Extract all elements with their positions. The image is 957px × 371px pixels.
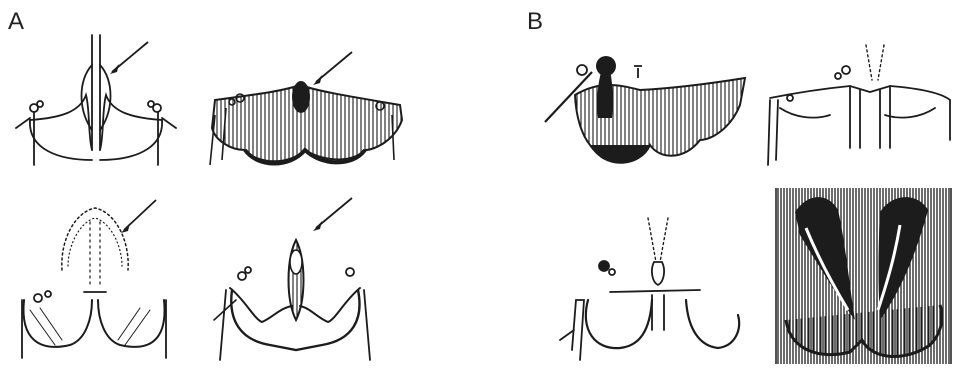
- drawing-a2: [210, 81, 402, 165]
- arrow-icon: [316, 52, 352, 82]
- arrow-icon: [316, 198, 352, 228]
- drawing-a1: [16, 35, 176, 165]
- drawing-b1: [545, 56, 745, 164]
- drawing-b4: [776, 188, 951, 364]
- drawing-a4: [214, 240, 370, 360]
- drawing-a3: [22, 208, 166, 358]
- drawing-b2: [768, 45, 950, 165]
- drawing-b3: [560, 218, 739, 360]
